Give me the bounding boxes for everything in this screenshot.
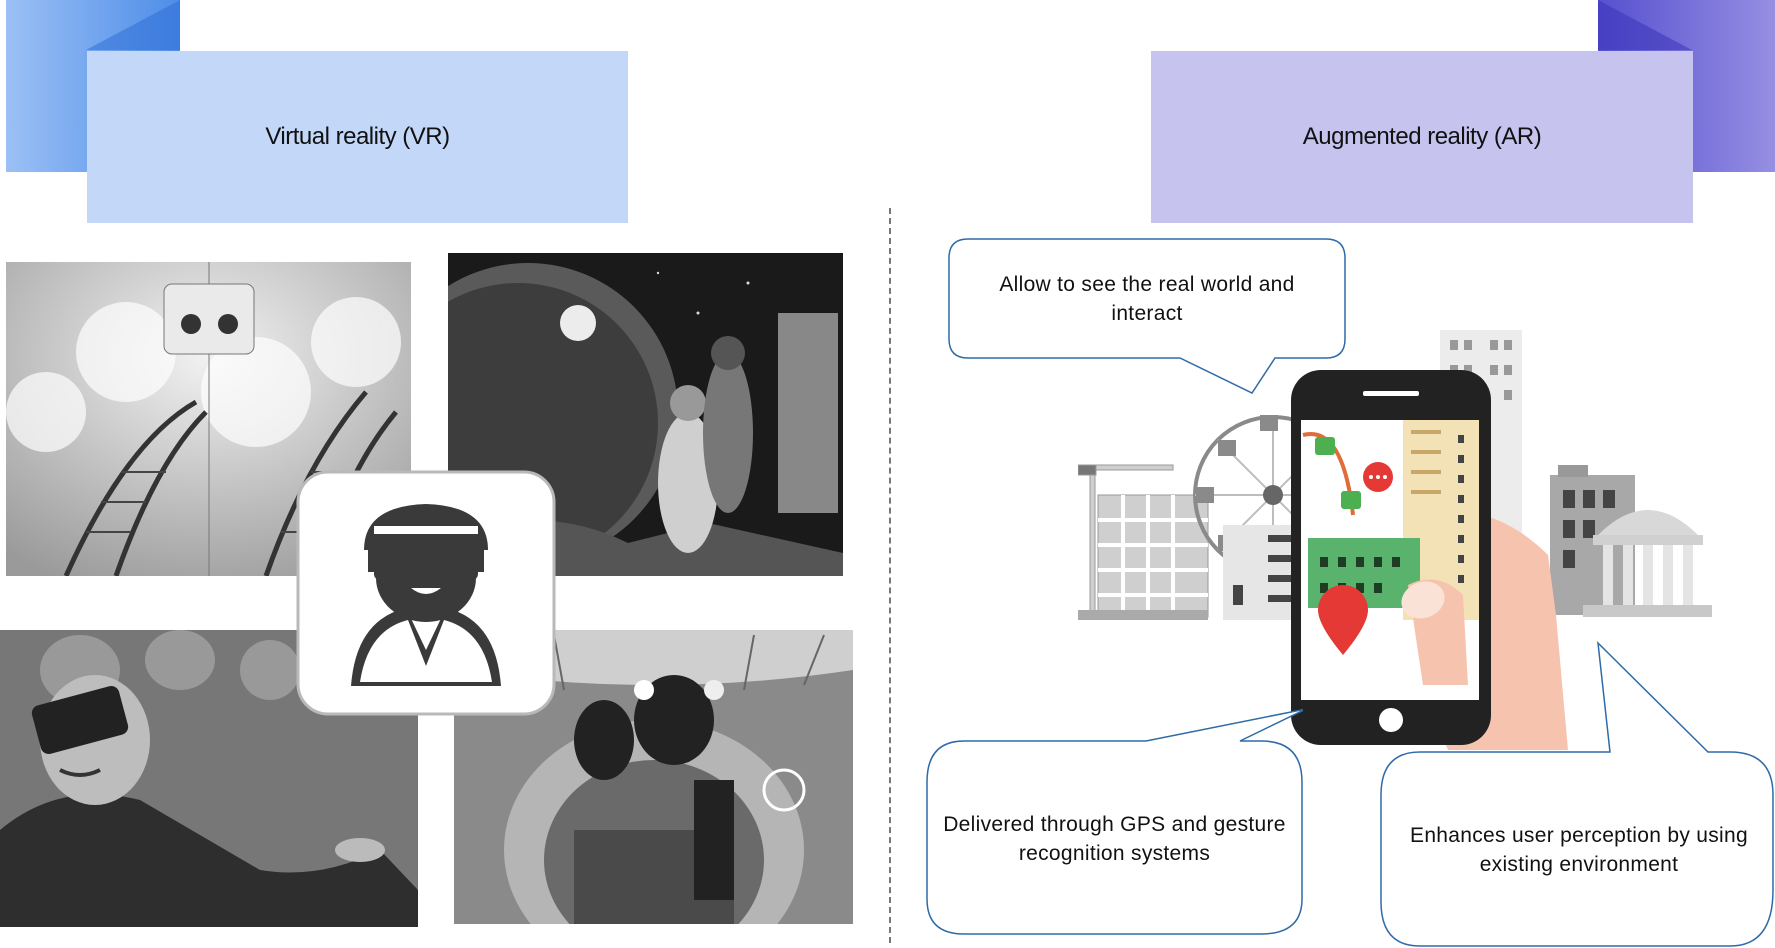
center-divider — [889, 208, 891, 943]
vr-headset-user-icon — [296, 470, 556, 716]
ar-title: Augmented reality (AR) — [1302, 123, 1542, 150]
ar-bubble-real-world: Allow to see the real world and interact — [948, 238, 1346, 395]
ar-bubble-perception: Enhances user perception by using existi… — [1380, 640, 1775, 948]
ar-bubble-perception-text: Enhances user perception by using existi… — [1410, 824, 1748, 876]
vr-rollercoaster-photo — [6, 262, 411, 576]
ar-bubble-gps-text: Delivered through GPS and gesture recogn… — [943, 813, 1286, 865]
ar-city-phone-illustration — [1077, 325, 1713, 750]
ar-title-banner: Augmented reality (AR) — [1151, 51, 1693, 223]
vr-gamer-photo — [0, 630, 418, 927]
ar-bubble-real-world-text: Allow to see the real world and interact — [999, 273, 1295, 325]
vr-title-banner: Virtual reality (VR) — [87, 51, 628, 223]
ar-bubble-gps: Delivered through GPS and gesture recogn… — [926, 706, 1303, 935]
vr-title: Virtual reality (VR) — [265, 123, 450, 150]
